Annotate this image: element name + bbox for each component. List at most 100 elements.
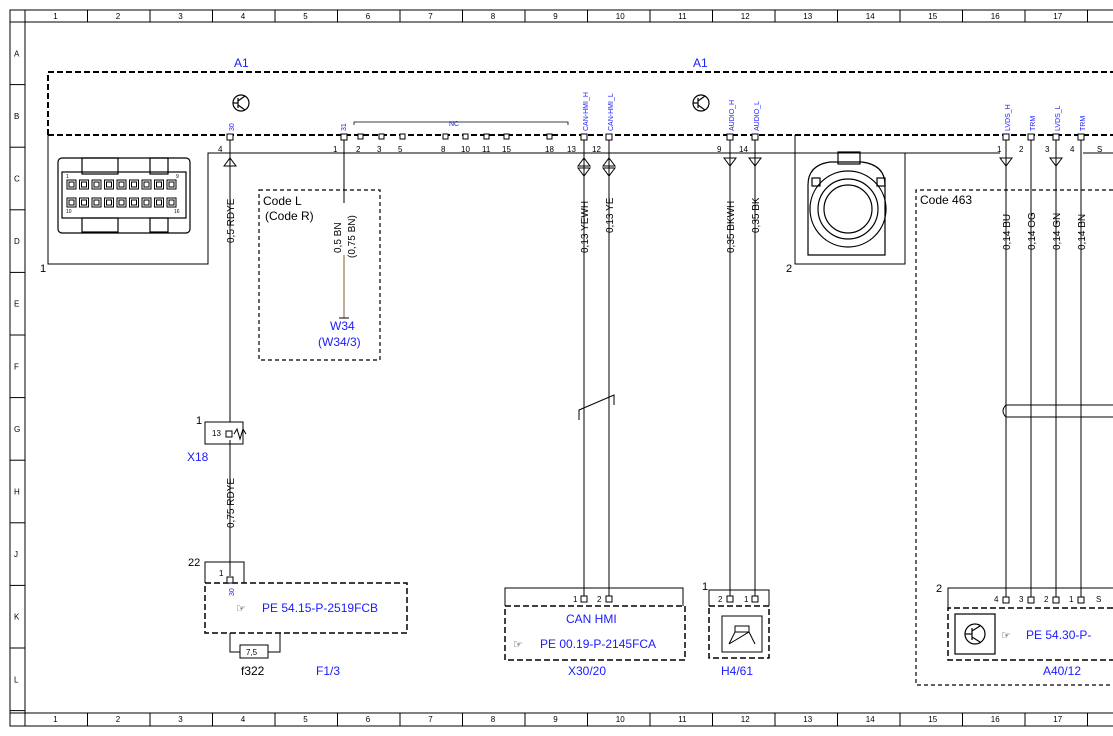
grid-row-label: F bbox=[14, 362, 19, 371]
svg-text:A40/12: A40/12 bbox=[1043, 664, 1081, 678]
nc-pin-number: 2 bbox=[356, 145, 361, 154]
a1-left-label: A1 bbox=[234, 56, 249, 70]
svg-text:9: 9 bbox=[717, 145, 722, 154]
a1-instrument-cluster: A1 A1 bbox=[47, 56, 1113, 136]
control-unit-icon bbox=[692, 94, 710, 112]
x30-20-can-hmi: 1 2 CAN HMI ☞ PE 00.19-P-2145FCA X30/20 bbox=[504, 587, 686, 678]
speaker-icon bbox=[721, 615, 763, 653]
svg-text:0,14 OG: 0,14 OG bbox=[1027, 212, 1038, 250]
f13-fuse-box: 22 1 30 ☞ PE 54.15-P-2519FCB 7,5 f322 F1… bbox=[188, 557, 408, 678]
grid-column-label: 7 bbox=[428, 12, 433, 21]
lvds-circuit bbox=[999, 133, 1113, 598]
svg-text:TRM: TRM bbox=[1030, 116, 1037, 131]
svg-text:0,35 BK: 0,35 BK bbox=[751, 197, 762, 233]
grid-column-label: 15 bbox=[928, 715, 937, 724]
svg-text:F1/3: F1/3 bbox=[316, 664, 340, 678]
grid-column-label: 14 bbox=[866, 715, 875, 724]
nc-pin bbox=[503, 133, 510, 140]
svg-text:TRM: TRM bbox=[1080, 116, 1087, 131]
svg-text:0,5 RDYE: 0,5 RDYE bbox=[226, 198, 237, 243]
grid-row-label: D bbox=[14, 237, 20, 246]
svg-text:0,14 BU: 0,14 BU bbox=[1002, 214, 1013, 250]
nc-range: NC bbox=[353, 121, 569, 128]
connector-pin-cell bbox=[79, 197, 89, 208]
svg-text:2: 2 bbox=[1044, 595, 1049, 604]
audio-circuit bbox=[723, 133, 762, 596]
svg-text:2: 2 bbox=[936, 583, 942, 595]
connector-pin-cell bbox=[166, 179, 177, 190]
grid-column-label: 5 bbox=[303, 12, 308, 21]
grid-column-label: 9 bbox=[553, 715, 558, 724]
reference-icon: ☞ bbox=[513, 639, 523, 651]
svg-text:30: 30 bbox=[229, 588, 236, 596]
connector-pin-cell bbox=[66, 179, 77, 190]
grid-column-label: 12 bbox=[741, 12, 750, 21]
svg-text:W34: W34 bbox=[330, 319, 355, 333]
svg-text:f322: f322 bbox=[241, 664, 265, 678]
grid-column-label: 8 bbox=[491, 715, 496, 724]
grid-column-label: 10 bbox=[616, 12, 625, 21]
connector-pin-cell bbox=[91, 179, 102, 190]
connector-pin-cell bbox=[141, 179, 152, 190]
grid-column-label: 12 bbox=[741, 715, 750, 724]
grid-column-label: 16 bbox=[991, 715, 1000, 724]
grid-row-label: G bbox=[14, 425, 20, 434]
svg-text:13: 13 bbox=[567, 145, 576, 154]
grid-column-label: 9 bbox=[553, 12, 558, 21]
grid-column-label: 7 bbox=[428, 715, 433, 724]
connector-pin-cell bbox=[104, 197, 114, 208]
grid-column-label: 2 bbox=[116, 715, 121, 724]
svg-text:X18: X18 bbox=[187, 450, 209, 464]
grid-column-label: 4 bbox=[241, 12, 246, 21]
connector-pin-cell bbox=[129, 197, 139, 208]
control-unit-icon bbox=[232, 94, 250, 112]
connector-pin-cell bbox=[141, 197, 152, 208]
grid-column-label: 11 bbox=[678, 12, 687, 21]
connector-pin-grid bbox=[66, 179, 177, 208]
svg-text:X30/20: X30/20 bbox=[568, 664, 606, 678]
grid-column-label: 11 bbox=[678, 715, 687, 724]
svg-text:0,75 RDYE: 0,75 RDYE bbox=[226, 478, 237, 528]
connector-pin-cell bbox=[154, 179, 164, 190]
svg-text:1: 1 bbox=[1069, 595, 1074, 604]
connector-pin-cell bbox=[91, 197, 102, 208]
svg-text:1: 1 bbox=[744, 595, 749, 604]
grid-row-label: C bbox=[14, 175, 20, 184]
grid-column-label: 4 bbox=[241, 715, 246, 724]
svg-text:1: 1 bbox=[702, 581, 708, 593]
svg-text:30: 30 bbox=[229, 123, 236, 131]
svg-text:1: 1 bbox=[196, 415, 202, 427]
grid-row-label: H bbox=[14, 488, 20, 497]
grid-column-label: 3 bbox=[178, 12, 183, 21]
svg-text:1: 1 bbox=[997, 145, 1002, 154]
svg-text:Code L: Code L bbox=[263, 194, 302, 208]
svg-text:14: 14 bbox=[739, 145, 748, 154]
svg-text:(Code R): (Code R) bbox=[265, 209, 314, 223]
grid-column-label: 14 bbox=[866, 12, 875, 21]
svg-text:22: 22 bbox=[188, 557, 200, 569]
reference-icon: ☞ bbox=[236, 603, 246, 615]
pin-30-circuit: 4 30 0,5 RDYE bbox=[218, 123, 237, 425]
round-connector-icon bbox=[807, 151, 887, 256]
svg-text:PE 54.30-P-: PE 54.30-P- bbox=[1026, 628, 1091, 642]
svg-text:1: 1 bbox=[573, 595, 578, 604]
grid-column-label: 1 bbox=[53, 715, 58, 724]
grid-row-label: K bbox=[14, 613, 20, 622]
pin-31-circuit: 1 31 0,5 BN (0,75 BN) W34 (W34/3) bbox=[318, 123, 361, 349]
grid-ticks bbox=[10, 10, 1088, 726]
diagram-frame bbox=[9, 9, 1113, 727]
svg-text:1: 1 bbox=[66, 174, 69, 180]
svg-text:H4/61: H4/61 bbox=[721, 664, 753, 678]
svg-text:31: 31 bbox=[341, 123, 348, 131]
connector-pin-cell bbox=[154, 197, 164, 208]
grid-row-label: L bbox=[14, 675, 19, 684]
svg-text:0,13 YE: 0,13 YE bbox=[605, 197, 616, 233]
code-l-box: Code L (Code R) bbox=[258, 189, 381, 361]
nc-pin-number: 15 bbox=[502, 145, 511, 154]
nc-pin bbox=[378, 133, 385, 140]
grid-row-label: E bbox=[14, 300, 19, 309]
connector-pin-cell bbox=[116, 179, 127, 190]
nc-pin-number: 3 bbox=[377, 145, 382, 154]
svg-text:AUDIO_L: AUDIO_L bbox=[754, 101, 761, 131]
svg-text:PE 54.15-P-2519FCB: PE 54.15-P-2519FCB bbox=[262, 601, 378, 615]
